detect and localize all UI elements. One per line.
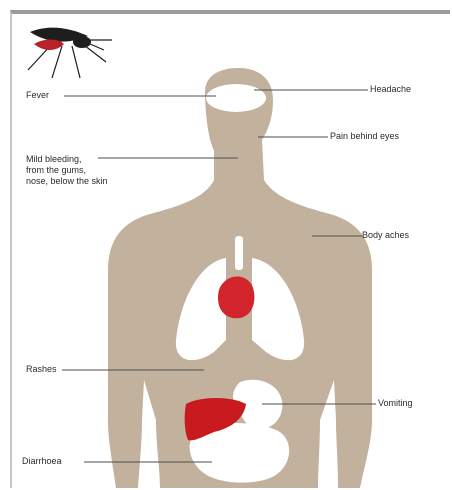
label-fever: Fever: [26, 90, 49, 101]
label-rashes: Rashes: [26, 364, 57, 375]
label-diarrhoea: Diarrhoea: [22, 456, 62, 467]
label-headache: Headache: [370, 84, 411, 95]
label-vomiting: Vomiting: [378, 398, 413, 409]
label-body-aches: Body aches: [362, 230, 409, 241]
label-bleeding: Mild bleeding, from the gums, nose, belo…: [26, 154, 108, 187]
trachea: [235, 236, 243, 270]
label-pain-behind-eyes: Pain behind eyes: [330, 131, 399, 142]
heart: [218, 277, 254, 319]
brain: [206, 84, 266, 112]
mosquito-icon: [28, 28, 112, 78]
